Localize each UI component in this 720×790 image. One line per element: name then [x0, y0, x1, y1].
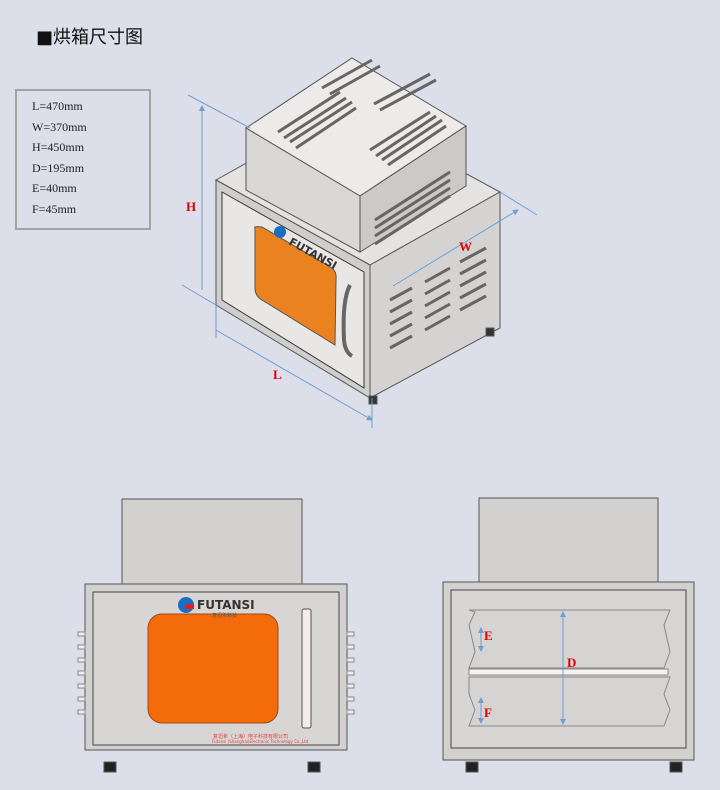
company-en: Futansi (Shanghai)Electronic Technology … [212, 739, 309, 744]
page-title: ■烘箱尺寸图 [36, 27, 144, 48]
section-view [442, 497, 695, 773]
spec-h: H=450mm [32, 140, 85, 154]
section-dimensions [478, 611, 566, 725]
label-l: L [273, 367, 282, 382]
window [254, 226, 337, 346]
label-e: E [484, 628, 493, 643]
front-view [77, 498, 355, 773]
spec-d: D=195mm [32, 160, 85, 175]
label-f: F [484, 705, 492, 720]
label-d: D [567, 655, 576, 670]
brand-sub: 复坦希科技 [212, 612, 237, 619]
label-w: W [459, 239, 472, 254]
spec-w: W=370mm [32, 119, 87, 134]
label-h: H [186, 199, 196, 214]
isometric-oven [214, 57, 502, 405]
window [147, 613, 279, 724]
brand-name: FUTANSI [197, 598, 255, 612]
spec-box: L=470mm W=370mm H=450mm D=195mm E=40mm F… [15, 89, 151, 230]
dimension-lines [181, 94, 538, 428]
spec-f: F=45mm [32, 201, 77, 216]
spec-e: E=40mm [32, 181, 77, 195]
spec-l: L=470mm [32, 99, 83, 113]
company-cn: 复坦希（上海）电子科技有限公司 [213, 733, 288, 740]
